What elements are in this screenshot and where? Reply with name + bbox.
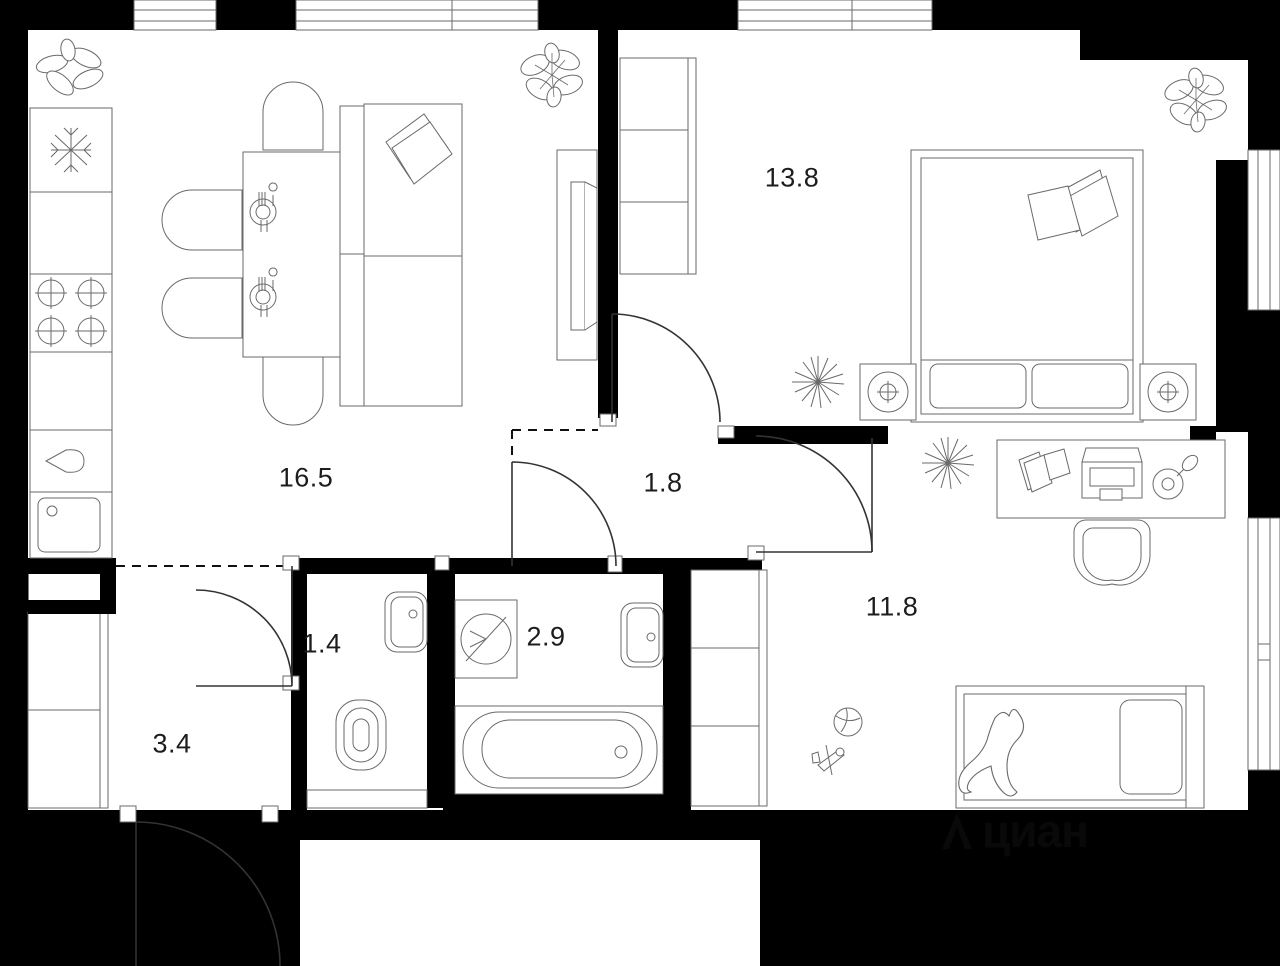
sink-icon xyxy=(384,591,428,653)
window-kitchen xyxy=(133,0,217,31)
washing-machine-icon xyxy=(454,599,518,679)
sink-icon xyxy=(29,491,113,559)
window-living xyxy=(295,0,539,31)
room-area-living-kitchen: 16.5 xyxy=(278,462,334,493)
window-bedroom xyxy=(737,0,933,31)
kettle-icon xyxy=(29,429,113,493)
toilet-fixtures xyxy=(306,591,428,809)
room-area-entry-hall: 3.4 xyxy=(152,728,192,759)
books-icon xyxy=(1018,448,1071,493)
toilet-cistern-icon xyxy=(306,789,428,809)
bedroom-furniture xyxy=(619,57,1230,423)
chair-icon xyxy=(161,81,324,426)
pillow-icon xyxy=(1027,169,1119,241)
laptop-icon xyxy=(1081,447,1143,501)
stove-icon xyxy=(29,273,113,353)
room-area-hall-corridor: 1.8 xyxy=(643,467,683,498)
door-jambs xyxy=(119,413,765,823)
wardrobe-icon xyxy=(619,57,697,275)
window-kids-right xyxy=(1247,517,1280,771)
window-bedroom-right xyxy=(1247,149,1280,311)
cat-icon xyxy=(958,708,1025,797)
refrigerator-icon xyxy=(50,127,92,173)
room-area-bathroom: 2.9 xyxy=(526,621,566,652)
pillow-icon xyxy=(385,113,453,185)
tv-icon xyxy=(556,149,598,361)
window-group-right xyxy=(1247,149,1280,771)
wardrobe-icon xyxy=(690,569,768,807)
loggia-left xyxy=(27,558,116,809)
room-area-kids-room: 11.8 xyxy=(865,591,919,622)
sink-icon xyxy=(620,602,664,668)
ball-icon xyxy=(833,707,863,737)
toilet-icon xyxy=(335,699,387,771)
kids-furniture xyxy=(690,436,1226,809)
living-furniture xyxy=(161,41,598,426)
bathroom-fixtures xyxy=(454,599,664,795)
doors xyxy=(135,313,873,966)
room-area-toilet: 1.4 xyxy=(302,628,342,659)
dining-table-icon xyxy=(242,151,341,358)
guitar-icon xyxy=(1152,454,1199,500)
bathtub-icon xyxy=(454,705,664,795)
toy-plane-icon xyxy=(811,744,845,776)
window-group-top xyxy=(133,0,933,31)
room-area-bedroom: 13.8 xyxy=(764,162,820,193)
chair-icon xyxy=(1073,519,1151,586)
kitchen-units xyxy=(29,37,113,559)
